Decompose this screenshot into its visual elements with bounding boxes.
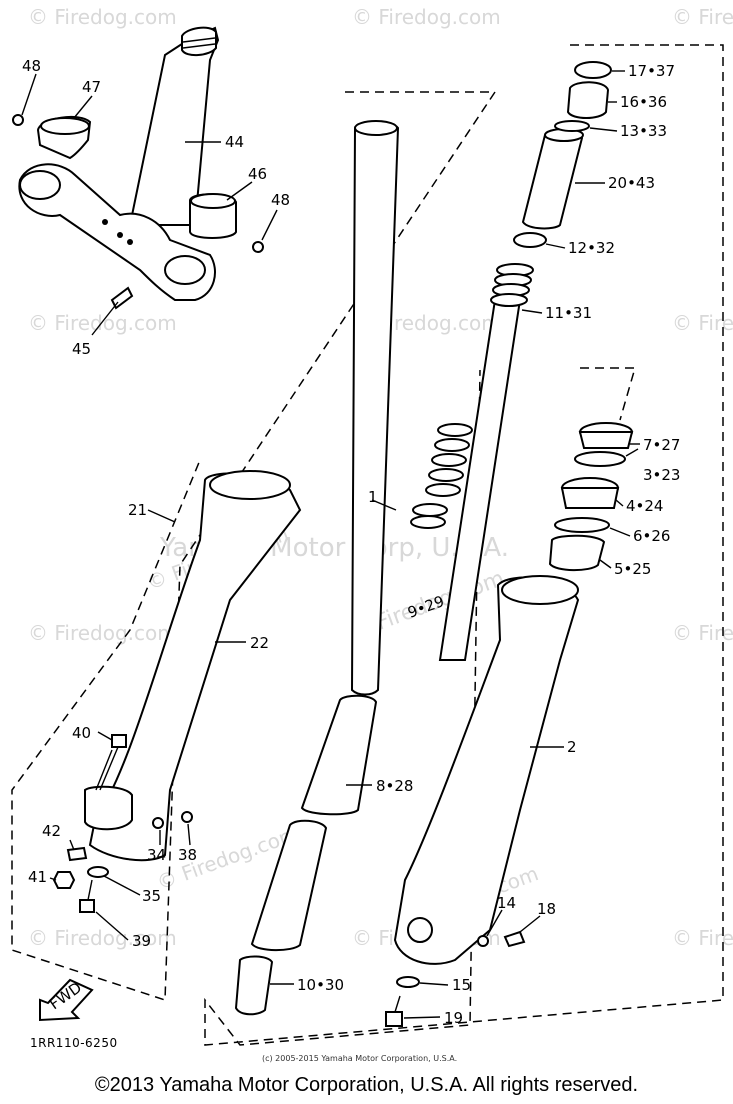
axle-hole-2 bbox=[407, 917, 433, 943]
nut-41 bbox=[52, 871, 76, 889]
bolt-48b bbox=[252, 241, 264, 253]
label-42: 42 bbox=[42, 822, 61, 840]
clip-3 bbox=[574, 451, 626, 467]
outer-tube-22-top bbox=[209, 470, 291, 500]
o-ring-13 bbox=[554, 120, 590, 132]
label-38: 38 bbox=[178, 846, 197, 864]
label-19: 19 bbox=[444, 1009, 463, 1027]
diagram-code: 1RR110-6250 bbox=[30, 1036, 118, 1050]
label-17-37: 17•37 bbox=[628, 62, 675, 80]
label-11-31: 11•31 bbox=[545, 304, 592, 322]
watermark-site: © Firedog.com bbox=[352, 5, 501, 29]
forward-arrow-icon: FWD bbox=[39, 978, 94, 1022]
bearing-race-top bbox=[190, 193, 236, 209]
watermark-site: © Firedog.com bbox=[672, 621, 733, 645]
inner-tube-top bbox=[354, 120, 398, 136]
screw-38 bbox=[181, 811, 193, 823]
label-46: 46 bbox=[248, 165, 267, 183]
watermark-site: © Firedog.com bbox=[28, 621, 177, 645]
label-18: 18 bbox=[537, 900, 556, 918]
label-35: 35 bbox=[142, 887, 161, 905]
label-6-26: 6•26 bbox=[633, 527, 670, 545]
group-outline-upper-seal bbox=[580, 367, 636, 421]
label-39: 39 bbox=[132, 932, 151, 950]
cap-bolt-16 bbox=[566, 81, 610, 119]
label-21: 21 bbox=[128, 501, 147, 519]
washer-15 bbox=[396, 976, 420, 988]
label-45: 45 bbox=[72, 340, 91, 358]
label-12-32: 12•32 bbox=[568, 239, 615, 257]
washer-6 bbox=[554, 517, 610, 533]
footer-copyright: ©2013 Yamaha Motor Corporation, U.S.A. A… bbox=[94, 1074, 639, 1096]
label-15: 15 bbox=[452, 976, 471, 994]
dust-seal-7-body bbox=[578, 431, 634, 449]
left-fork-outer-tube bbox=[52, 470, 302, 913]
label-41: 41 bbox=[28, 868, 47, 886]
group-outlines bbox=[11, 44, 724, 1046]
label-5-25: 5•25 bbox=[614, 560, 651, 578]
label-7-27: 7•27 bbox=[643, 436, 680, 454]
group-outline-right-fork bbox=[204, 44, 724, 1046]
washer-35 bbox=[87, 866, 109, 878]
fork-spring-11 bbox=[410, 263, 534, 529]
label-14: 14 bbox=[497, 894, 516, 912]
label-48b: 48 bbox=[271, 191, 290, 209]
axle-holder-22 bbox=[84, 785, 133, 831]
watermark-site: © Firedog.com bbox=[28, 311, 177, 335]
steering-stem-thread bbox=[181, 26, 217, 56]
part-labels: 48 47 44 46 48 45 21 22 40 42 41 34 38 3… bbox=[22, 57, 680, 1027]
watermark-site: © Firedog.com bbox=[28, 926, 177, 950]
parts-diagram: © Firedog.com © Firedog.com © Firedog.co… bbox=[11, 5, 733, 1046]
small-copyright: (c) 2005-2015 Yamaha Motor Corporation, … bbox=[262, 1054, 458, 1063]
washer-12 bbox=[513, 232, 547, 248]
under-bracket-clamp-right bbox=[164, 255, 206, 285]
bolt-39-head bbox=[79, 899, 95, 913]
oil-seal-4-body bbox=[560, 487, 620, 509]
watermark-site: © Firedog.com bbox=[28, 5, 177, 29]
clip-42 bbox=[66, 846, 88, 862]
label-34: 34 bbox=[147, 846, 166, 864]
label-44: 44 bbox=[225, 133, 244, 151]
watermark-site: © Firedog.com bbox=[672, 311, 733, 335]
inner-tube-assembly bbox=[234, 61, 612, 1016]
watermark-site: © Firedog.com bbox=[672, 926, 733, 950]
label-2: 2 bbox=[567, 738, 577, 756]
bolt-19 bbox=[385, 1011, 403, 1027]
group-outline-left-fork bbox=[11, 91, 497, 1002]
label-22: 22 bbox=[250, 634, 269, 652]
steering-stem-assembly bbox=[12, 26, 264, 310]
cylinder-comp bbox=[250, 819, 328, 952]
leader-lines bbox=[21, 70, 640, 1019]
spacer-20 bbox=[521, 130, 584, 230]
label-40: 40 bbox=[72, 724, 91, 742]
bearing-cover-top bbox=[40, 117, 90, 135]
label-20-43: 20•43 bbox=[608, 174, 655, 192]
label-1: 1 bbox=[368, 488, 378, 506]
cap-17 bbox=[574, 61, 612, 79]
label-16-36: 16•36 bbox=[620, 93, 667, 111]
label-4-24: 4•24 bbox=[626, 497, 663, 515]
label-3-23: 3•23 bbox=[643, 466, 680, 484]
label-8-28: 8•28 bbox=[376, 777, 413, 795]
bushing-5 bbox=[548, 534, 606, 572]
bolt-48a bbox=[12, 114, 24, 126]
outer-tube-2-top bbox=[501, 575, 579, 605]
under-bracket-clamp-left bbox=[19, 170, 61, 200]
watermark-site: © Firedog.com bbox=[672, 5, 733, 29]
label-13-33: 13•33 bbox=[620, 122, 667, 140]
label-10-30: 10•30 bbox=[297, 976, 344, 994]
washer-14 bbox=[477, 935, 489, 947]
right-fork-assembly bbox=[385, 422, 634, 1027]
guide-8 bbox=[300, 694, 378, 816]
screw-18 bbox=[503, 930, 526, 948]
washer-34 bbox=[152, 817, 164, 829]
label-48a: 48 bbox=[22, 57, 41, 75]
bolt-40-head bbox=[111, 734, 127, 748]
label-47: 47 bbox=[82, 78, 101, 96]
oil-lock-piece-10 bbox=[234, 955, 274, 1016]
